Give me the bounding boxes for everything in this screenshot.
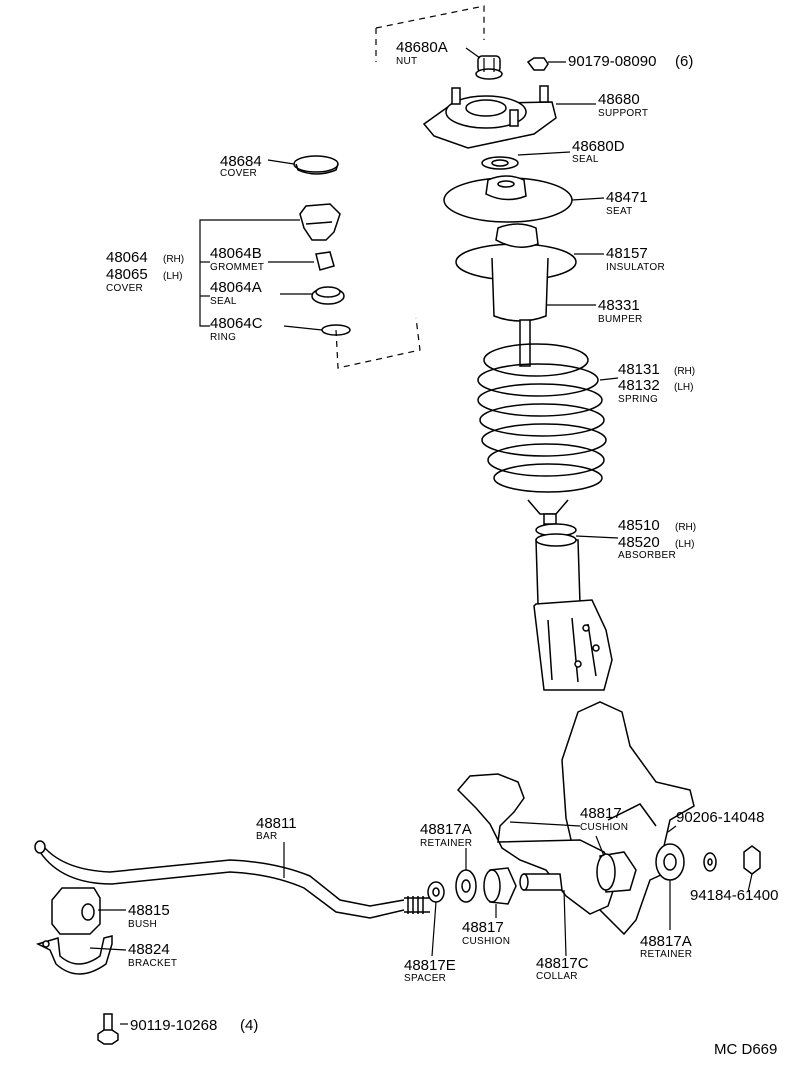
dashed-group-cover xyxy=(335,317,421,369)
label-48817a-right-number: 48817A xyxy=(640,933,692,950)
nut-90179-part xyxy=(526,57,549,71)
label-48680d-number: 48680D xyxy=(572,138,625,155)
cover-48684-part xyxy=(293,155,339,175)
bolt-90119-part xyxy=(97,1013,119,1045)
label-90119-qty: (4) xyxy=(240,1017,258,1034)
bush-48815-part xyxy=(51,887,101,935)
label-48817-bottom-name: CUSHION xyxy=(462,936,510,947)
label-48131-side: (RH) xyxy=(674,366,695,377)
label-spring-name: SPRING xyxy=(618,394,658,405)
support-48680-part xyxy=(422,85,557,149)
label-90119-number: 90119-10268 xyxy=(130,1017,217,1034)
grommet-48064b-part xyxy=(315,251,335,271)
absorber-part xyxy=(533,523,613,691)
spring-coil-part xyxy=(477,343,607,525)
label-90179-qty: (6) xyxy=(675,53,693,70)
label-48064b-number: 48064B xyxy=(210,245,262,262)
label-48064-side: (RH) xyxy=(163,254,184,265)
washer-90206-part xyxy=(703,852,717,872)
label-48065-side: (LH) xyxy=(163,271,182,282)
label-94184-number: 94184-61400 xyxy=(690,887,778,904)
label-absorber-name: ABSORBER xyxy=(618,550,676,561)
label-48064-number: 48064 xyxy=(106,249,148,266)
label-48680-name: SUPPORT xyxy=(598,108,648,119)
label-48131-number: 48131 xyxy=(618,361,660,378)
nut-48680a-part xyxy=(475,55,503,80)
label-48817c-name: COLLAR xyxy=(536,971,578,982)
label-48684-number: 48684 xyxy=(220,153,262,170)
insulator-48157-part xyxy=(455,223,577,322)
seat-48471-part xyxy=(443,175,573,223)
label-90179-number: 90179-08090 xyxy=(568,53,656,70)
label-48132-side: (LH) xyxy=(674,382,693,393)
label-48064c-name: RING xyxy=(210,332,236,343)
label-48811-name: BAR xyxy=(256,831,277,842)
label-48331-name: BUMPER xyxy=(598,314,643,325)
label-48680a-name: NUT xyxy=(396,56,417,67)
label-48065-number: 48065 xyxy=(106,266,148,283)
stabilizer-bar-part xyxy=(34,840,430,919)
dashed-group-top xyxy=(375,5,485,62)
diagram-code: MC D669 xyxy=(714,1041,777,1058)
label-48680a-number: 48680A xyxy=(396,39,448,56)
label-48510-side: (RH) xyxy=(675,522,696,533)
label-48520-number: 48520 xyxy=(618,534,660,551)
label-48817e-number: 48817E xyxy=(404,957,456,974)
label-48811-number: 48811 xyxy=(256,815,297,832)
collar-48817c-part xyxy=(519,873,563,891)
label-48064c-number: 48064C xyxy=(210,315,263,332)
label-48680-number: 48680 xyxy=(598,91,640,108)
label-48815-number: 48815 xyxy=(128,902,170,919)
label-48471-number: 48471 xyxy=(606,189,648,206)
retainer-48817a-right-part xyxy=(655,843,685,881)
label-48817e-name: SPACER xyxy=(404,973,446,984)
label-48064-name: COVER xyxy=(106,283,143,294)
label-48064b-name: GROMMET xyxy=(210,262,264,273)
label-90206-number: 90206-14048 xyxy=(676,809,764,826)
label-48331-number: 48331 xyxy=(598,297,640,314)
label-48157-number: 48157 xyxy=(606,245,648,262)
label-48817a-left-name: RETAINER xyxy=(420,838,472,849)
spacer-48817e-part xyxy=(427,881,445,903)
label-48817a-right-name: RETAINER xyxy=(640,949,692,960)
seal-48680d-part xyxy=(481,156,519,170)
label-48815-name: BUSH xyxy=(128,919,157,930)
label-48817-bottom-number: 48817 xyxy=(462,919,504,936)
bracket-48824-part xyxy=(35,935,113,975)
leader-lines xyxy=(89,47,753,1025)
cushion-48817-left-part xyxy=(483,867,517,905)
label-48064a-name: SEAL xyxy=(210,296,237,307)
cushion-48817-right-part xyxy=(596,851,637,893)
label-48520-side: (LH) xyxy=(675,539,694,550)
label-48132-number: 48132 xyxy=(618,377,660,394)
label-48824-number: 48824 xyxy=(128,941,170,958)
label-48817-top-name: CUSHION xyxy=(580,822,628,833)
label-48824-name: BRACKET xyxy=(128,958,177,969)
seal-48064a-part xyxy=(311,286,345,305)
label-48817a-left-number: 48817A xyxy=(420,821,472,838)
label-48817-top-number: 48817 xyxy=(580,805,622,822)
label-48471-name: SEAT xyxy=(606,206,633,217)
bumper-rod-part xyxy=(519,319,531,367)
retainer-48817a-left-part xyxy=(455,869,477,903)
label-48510-number: 48510 xyxy=(618,517,660,534)
label-48157-name: INSULATOR xyxy=(606,262,665,273)
nut-94184-part xyxy=(743,845,761,875)
cover-48064-part xyxy=(299,203,341,241)
label-48817c-number: 48817C xyxy=(536,955,589,972)
label-48680d-name: SEAL xyxy=(572,154,599,165)
label-48064a-number: 48064A xyxy=(210,279,262,296)
label-48684-name: COVER xyxy=(220,168,257,179)
